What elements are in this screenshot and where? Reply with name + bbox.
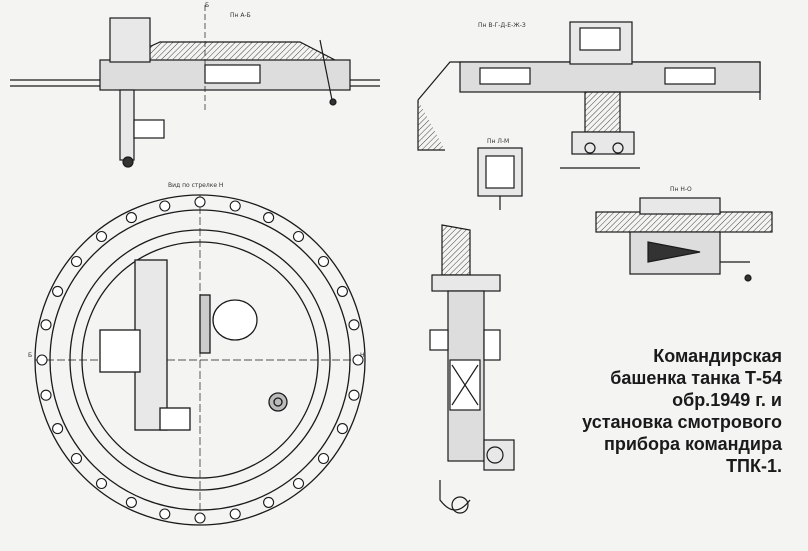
bolt: [292, 477, 305, 490]
bolt: [348, 319, 360, 331]
label-view-h: Вид по стрелке Н: [168, 182, 224, 189]
caption-line: ТПК-1.: [726, 456, 782, 476]
label-mark-g: Б: [28, 352, 33, 359]
section-ab-drawing: [10, 5, 380, 168]
bolt: [159, 200, 171, 212]
bolt: [336, 423, 348, 435]
bolt: [263, 496, 275, 508]
bolt: [95, 477, 108, 490]
bolt: [70, 452, 83, 465]
section-no-drawing: [595, 197, 773, 282]
bolt: [40, 319, 52, 331]
label-view-ab: Пн А-Б: [230, 12, 251, 19]
label-view-vgdeijz: Пн В-Г-Д-Е-Ж-З: [478, 22, 526, 29]
bolt: [159, 508, 171, 520]
bolt: [40, 389, 52, 401]
caption-line: установка смотрового: [582, 412, 782, 432]
section-lm-drawing: [477, 147, 523, 210]
bolt: [70, 255, 83, 268]
figure-caption: Командирская башенка танка Т-54 обр.1949…: [522, 345, 782, 477]
caption-line: прибора командира: [603, 434, 782, 454]
bolt: [348, 389, 360, 401]
section-vgdeijz-drawing: [417, 21, 761, 169]
caption-line: Командирская: [653, 346, 782, 366]
bolt: [317, 255, 330, 268]
bolt: [52, 423, 64, 435]
bolt: [125, 496, 137, 508]
bolt: [95, 230, 108, 243]
bolt: [292, 230, 305, 243]
bolt: [194, 512, 206, 524]
plan-view-h-drawing: [34, 194, 366, 526]
bolt: [229, 508, 241, 520]
bolt: [263, 212, 275, 224]
label-mark-b: Б: [205, 2, 210, 9]
bolt: [229, 200, 241, 212]
bolt: [352, 354, 364, 366]
plan-view-bolts: [36, 196, 364, 524]
label-view-lm: Пн Л-М: [487, 138, 510, 145]
bolt: [52, 285, 64, 297]
label-mark-a: Н: [360, 352, 365, 359]
label-view-no: Пн Н-О: [670, 186, 692, 193]
bolt: [194, 196, 206, 208]
caption-line: обр.1949 г. и: [672, 390, 782, 410]
periscope-tpk1-drawing: [429, 224, 515, 514]
bolt: [317, 452, 330, 465]
bolt: [125, 212, 137, 224]
bolt: [336, 285, 348, 297]
bolt: [36, 354, 48, 366]
caption-line: башенка танка Т-54: [610, 368, 782, 388]
